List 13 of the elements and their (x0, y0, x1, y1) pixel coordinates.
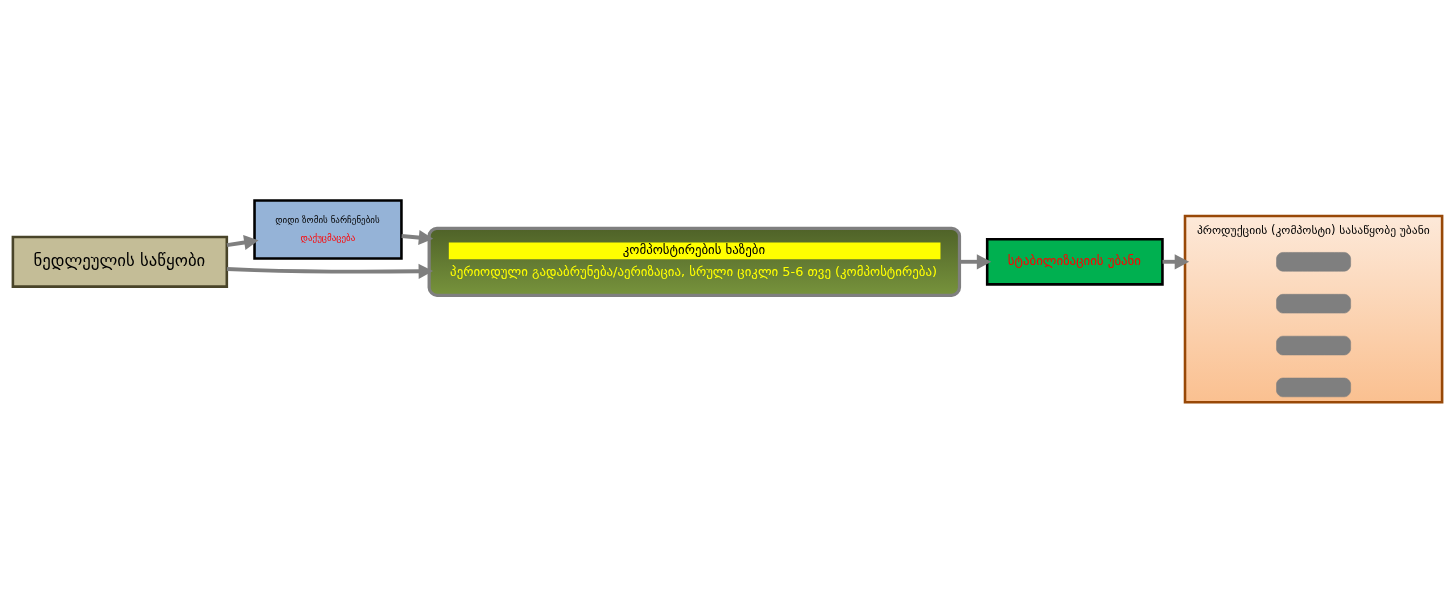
node-box: დიდი ზომის ნარჩენების დაქუცმაცება (253, 199, 403, 260)
cluster: პროდუქციის (კომპოსტი) სასაწყობე უბანი (1183, 214, 1444, 404)
arrow (226, 263, 434, 279)
node-box: ნედლეულის საწყობი (11, 235, 229, 288)
node-bar (1276, 377, 1351, 398)
node-box: სტაბილიზაციის უბანი (985, 237, 1164, 286)
node-bar (1276, 294, 1351, 314)
arrow (226, 235, 259, 251)
arrow (959, 254, 992, 270)
node-bar (1276, 335, 1351, 356)
node-bar (1276, 252, 1351, 272)
node-box: კომპოსტირების ხაზები პერიოდული გადაბრუნება/აერიზაცია, სრული ციკლი 5-6 თვე (კომპოსტირება) (427, 226, 962, 297)
arrow (401, 229, 434, 246)
